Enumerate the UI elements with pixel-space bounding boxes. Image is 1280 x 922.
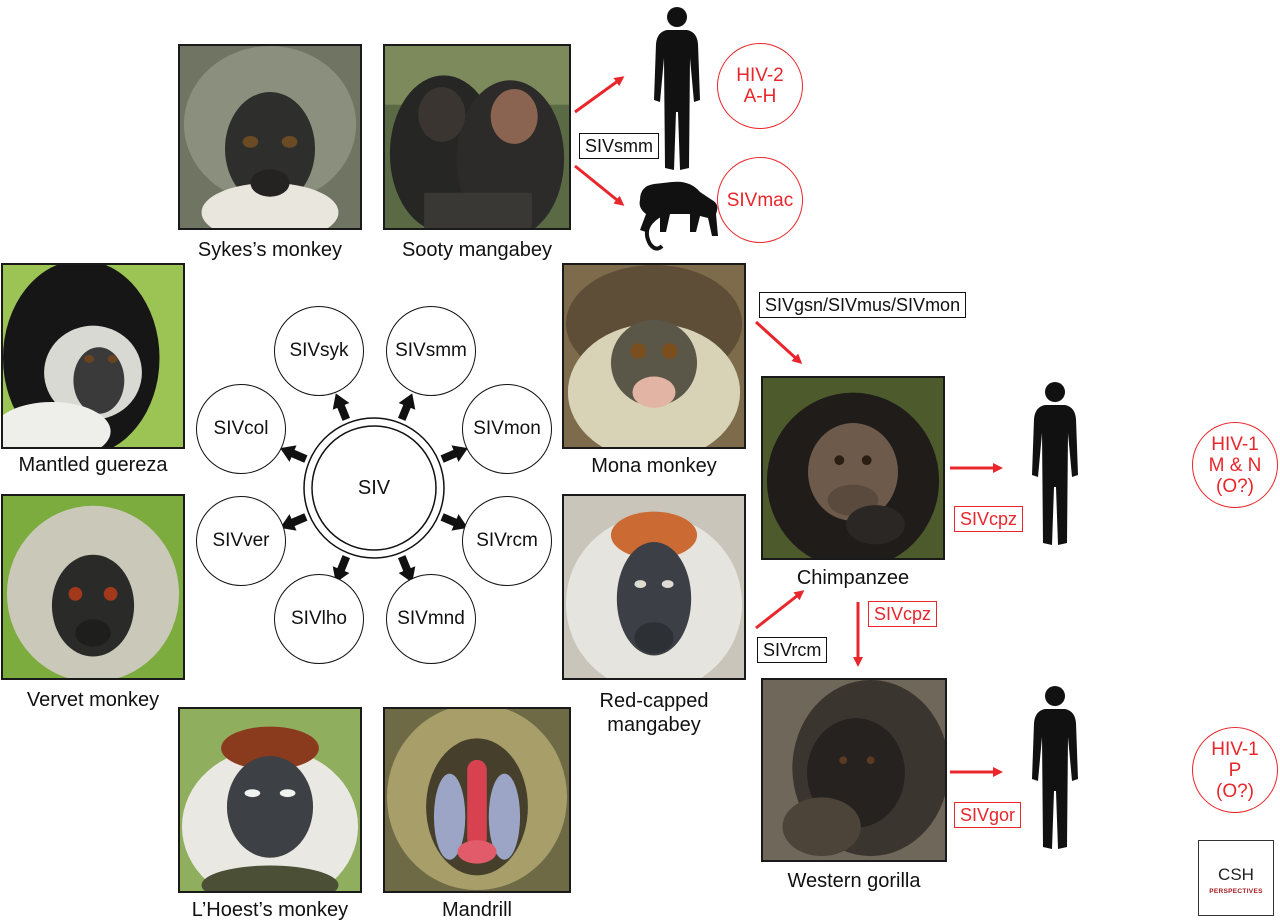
radial-arrow-mnd bbox=[398, 555, 416, 583]
outcome-hiv1-mn-line2: M & N bbox=[1208, 454, 1262, 476]
box-sivcpz-human: SIVcpz bbox=[954, 506, 1024, 532]
siv-inner-ring bbox=[311, 425, 437, 551]
human-silhouette-middle bbox=[1032, 382, 1078, 545]
radial-arrow-smm bbox=[398, 393, 416, 421]
transmission-arrows bbox=[574, 76, 1003, 777]
sivmon-circle: SIVmon bbox=[462, 384, 552, 474]
radial-arrow-ver bbox=[280, 513, 308, 531]
lhoests-monkey-photo bbox=[178, 707, 362, 893]
sivver-circle: SIVver bbox=[196, 496, 286, 586]
siv-center-label: SIV bbox=[357, 476, 391, 499]
radial-arrows bbox=[280, 393, 468, 583]
csh-perspectives-logo: CSH PERSPECTIVES bbox=[1198, 840, 1274, 916]
arrow-mona-to-chimp bbox=[754, 320, 803, 365]
human-silhouette-bottom bbox=[1032, 686, 1078, 849]
human-silhouette-top bbox=[654, 7, 700, 170]
mandrill-photo bbox=[383, 707, 571, 893]
sivsyk-circle: SIVsyk bbox=[274, 306, 364, 396]
sooty-mangabey-photo bbox=[383, 44, 571, 230]
radial-arrow-col bbox=[280, 445, 308, 463]
sivlho-circle: SIVlho bbox=[274, 574, 364, 664]
box-sivgsn-mus-mon: SIVgsn/SIVmus/SIVmon bbox=[759, 292, 967, 318]
label-mantled-guereza: Mantled guereza bbox=[18, 454, 168, 476]
radial-arrow-lho bbox=[332, 555, 350, 583]
radial-arrow-mon bbox=[440, 445, 468, 463]
outcome-hiv1-p: HIV-1 P (O?) bbox=[1192, 727, 1278, 813]
box-sivrcm: SIVrcm bbox=[757, 637, 828, 663]
outcome-sivmac-label: SIVmac bbox=[726, 189, 794, 211]
label-sykes-monkey: Sykes’s monkey bbox=[197, 239, 343, 261]
label-lhoests-monkey: L’Hoest’s monkey bbox=[191, 899, 349, 921]
sivsmm-circle: SIVsmm bbox=[386, 306, 476, 396]
csh-logo-text: CSH bbox=[1218, 865, 1254, 884]
radial-arrow-syk bbox=[332, 393, 350, 421]
label-mandrill: Mandrill bbox=[441, 899, 513, 921]
western-gorilla-photo bbox=[761, 678, 947, 862]
sivcol-circle: SIVcol bbox=[196, 384, 286, 474]
mantled-guereza-photo bbox=[1, 263, 185, 449]
box-sivcpz-gorilla: SIVcpz bbox=[868, 601, 938, 627]
outcome-hiv1-mn-line1: HIV-1 bbox=[1211, 433, 1259, 455]
sykes-monkey-photo bbox=[178, 44, 362, 230]
chimpanzee-photo bbox=[761, 376, 945, 560]
arrow-rcm-to-chimp bbox=[755, 590, 805, 630]
outcome-hiv1-p-line1: HIV-1 bbox=[1211, 738, 1259, 760]
red-capped-mangabey-photo bbox=[562, 494, 746, 680]
mona-monkey-photo bbox=[562, 263, 746, 449]
outcome-hiv1-p-line3: (O?) bbox=[1216, 780, 1254, 802]
outcome-hiv1-p-line2: P bbox=[1228, 759, 1242, 781]
sivrcm-circle: SIVrcm bbox=[462, 496, 552, 586]
outcome-sivmac: SIVmac bbox=[717, 157, 803, 243]
label-vervet-monkey: Vervet monkey bbox=[26, 689, 160, 711]
outcome-hiv2-line2: A-H bbox=[743, 86, 777, 107]
label-western-gorilla: Western gorilla bbox=[787, 870, 921, 892]
label-sooty-mangabey: Sooty mangabey bbox=[401, 239, 553, 261]
box-sivsmm: SIVsmm bbox=[579, 133, 660, 159]
label-mona-monkey: Mona monkey bbox=[591, 455, 717, 477]
outcome-hiv1-mn: HIV-1 M & N (O?) bbox=[1192, 422, 1278, 508]
siv-outer-ring bbox=[303, 417, 445, 559]
outcome-hiv1-mn-line3: (O?) bbox=[1216, 475, 1254, 497]
vervet-monkey-photo bbox=[1, 494, 185, 680]
box-sivgor: SIVgor bbox=[954, 802, 1022, 828]
outcome-hiv2-line1: HIV-2 bbox=[736, 65, 784, 86]
radial-arrow-rcm bbox=[440, 513, 468, 531]
sivmnd-circle: SIVmnd bbox=[386, 574, 476, 664]
macaque-silhouette bbox=[639, 181, 718, 251]
label-chimpanzee: Chimpanzee bbox=[796, 567, 910, 589]
arrow-smm-to-macaque bbox=[574, 164, 625, 206]
label-red-capped-mangabey: Red-capped mangabey bbox=[599, 690, 709, 736]
arrow-smm-to-human bbox=[574, 76, 625, 114]
outcome-hiv2: HIV-2 A-H bbox=[717, 43, 803, 129]
perspectives-logo-text: PERSPECTIVES bbox=[1209, 888, 1263, 895]
